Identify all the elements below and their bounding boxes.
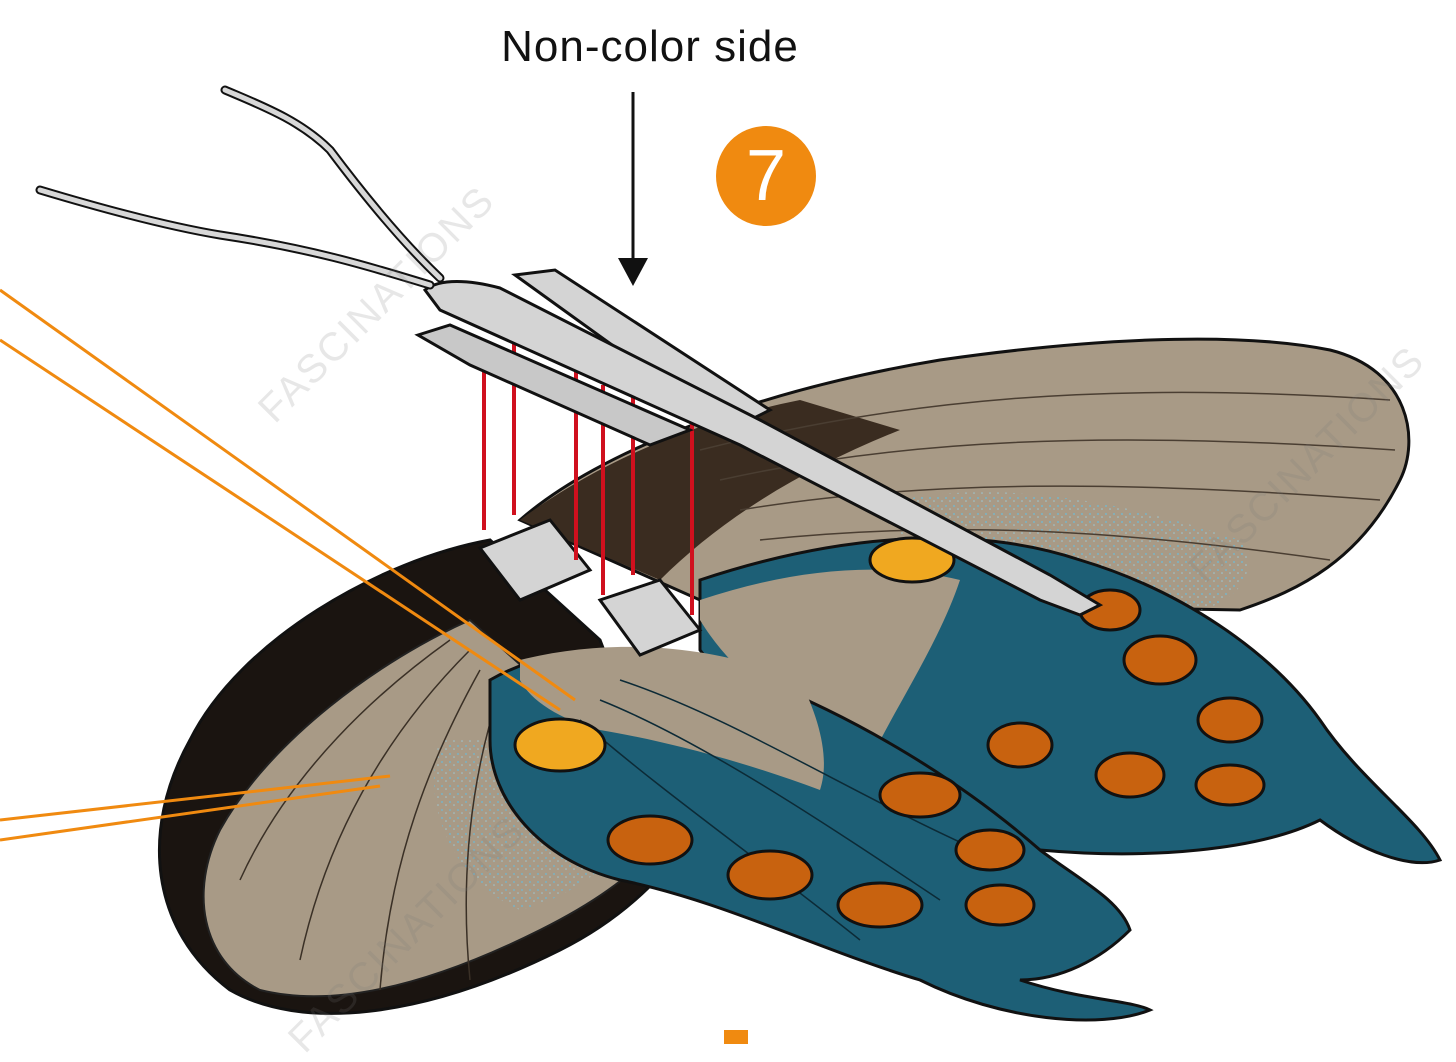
non-color-side-label: Non-color side	[400, 22, 900, 72]
orange-marker	[724, 1030, 748, 1044]
eye-spot-lower	[515, 719, 605, 771]
antennae	[40, 90, 440, 285]
step-number-badge: 7	[716, 126, 816, 226]
down-arrow-head	[618, 258, 648, 286]
